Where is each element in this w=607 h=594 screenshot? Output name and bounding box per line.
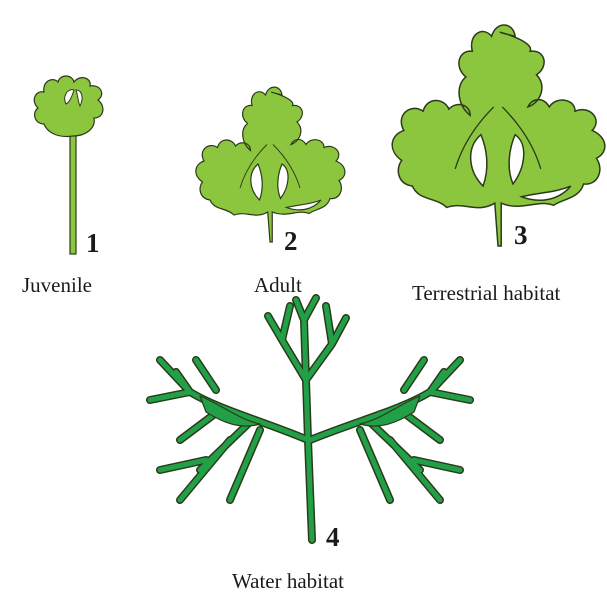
figure-3-caption: Terrestrial habitat [412,281,561,305]
figure-3-number: 3 [514,220,528,250]
figure-2-caption: Adult [254,273,302,297]
figure-1-number: 1 [86,228,100,258]
terrestrial-leaf-icon [392,25,605,246]
figure-4-caption: Water habitat [232,569,344,593]
adult-leaf-icon [196,87,345,242]
figure-2-number: 2 [284,226,298,256]
water-leaf-icon [150,298,470,540]
figure-1-caption: Juvenile [22,273,92,297]
figure-4-number: 4 [326,522,340,552]
